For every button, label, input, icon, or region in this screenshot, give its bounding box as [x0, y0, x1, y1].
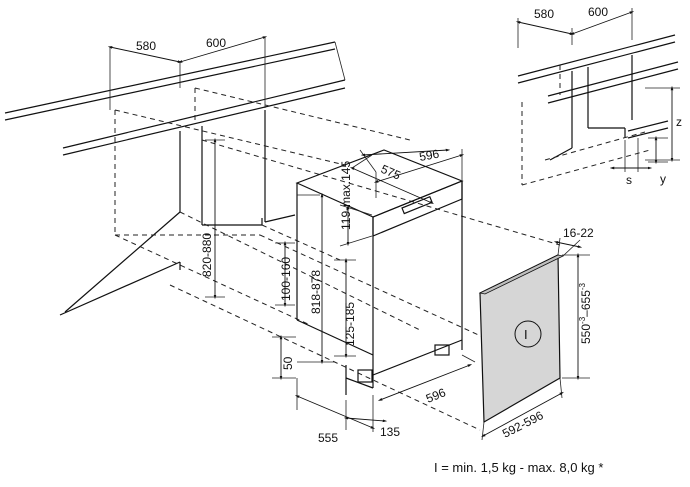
var-s: s [626, 173, 632, 187]
dim-body-height: 818-878 [309, 270, 323, 314]
dim-inset-width: 600 [588, 5, 608, 19]
dim-panel-width: 592-596 [500, 408, 546, 441]
dim-base-depth: 555 [318, 431, 338, 445]
dim-height-range: 820-880 [200, 233, 214, 277]
dim-appliance-width: 596 [418, 147, 440, 164]
dim-plinth-min: 50 [281, 356, 295, 370]
dim-top-clearance: 119-max.145 [339, 161, 353, 230]
niche-cabinet-lines [59, 110, 296, 316]
dim-door-offset: 135 [380, 425, 400, 439]
foot-front [357, 369, 373, 383]
panel-symbol-label: I [524, 327, 528, 342]
var-z: z [676, 115, 682, 129]
dim-panel-thickness: 16-22 [563, 226, 594, 240]
var-y: y [660, 172, 666, 186]
dim-panel-height: 550-3–655-3 [578, 282, 593, 344]
dim-niche-depth: 580 [136, 39, 156, 53]
dim-plinth-range: 100-160 [279, 257, 293, 301]
panel-weight-symbol [514, 320, 542, 348]
dim-door-width: 596 [424, 385, 448, 406]
dim-panel-range: 125-185 [343, 302, 357, 346]
foot-rear [434, 344, 450, 356]
worktop-outline [4, 41, 346, 156]
dim-niche-width: 600 [206, 36, 226, 50]
dim-inset-depth: 580 [534, 7, 554, 21]
weight-caption: I = min. 1,5 kg - max. 8,0 kg * [434, 460, 604, 475]
inset-detail [517, 34, 679, 186]
decor-panel: I [478, 254, 565, 424]
